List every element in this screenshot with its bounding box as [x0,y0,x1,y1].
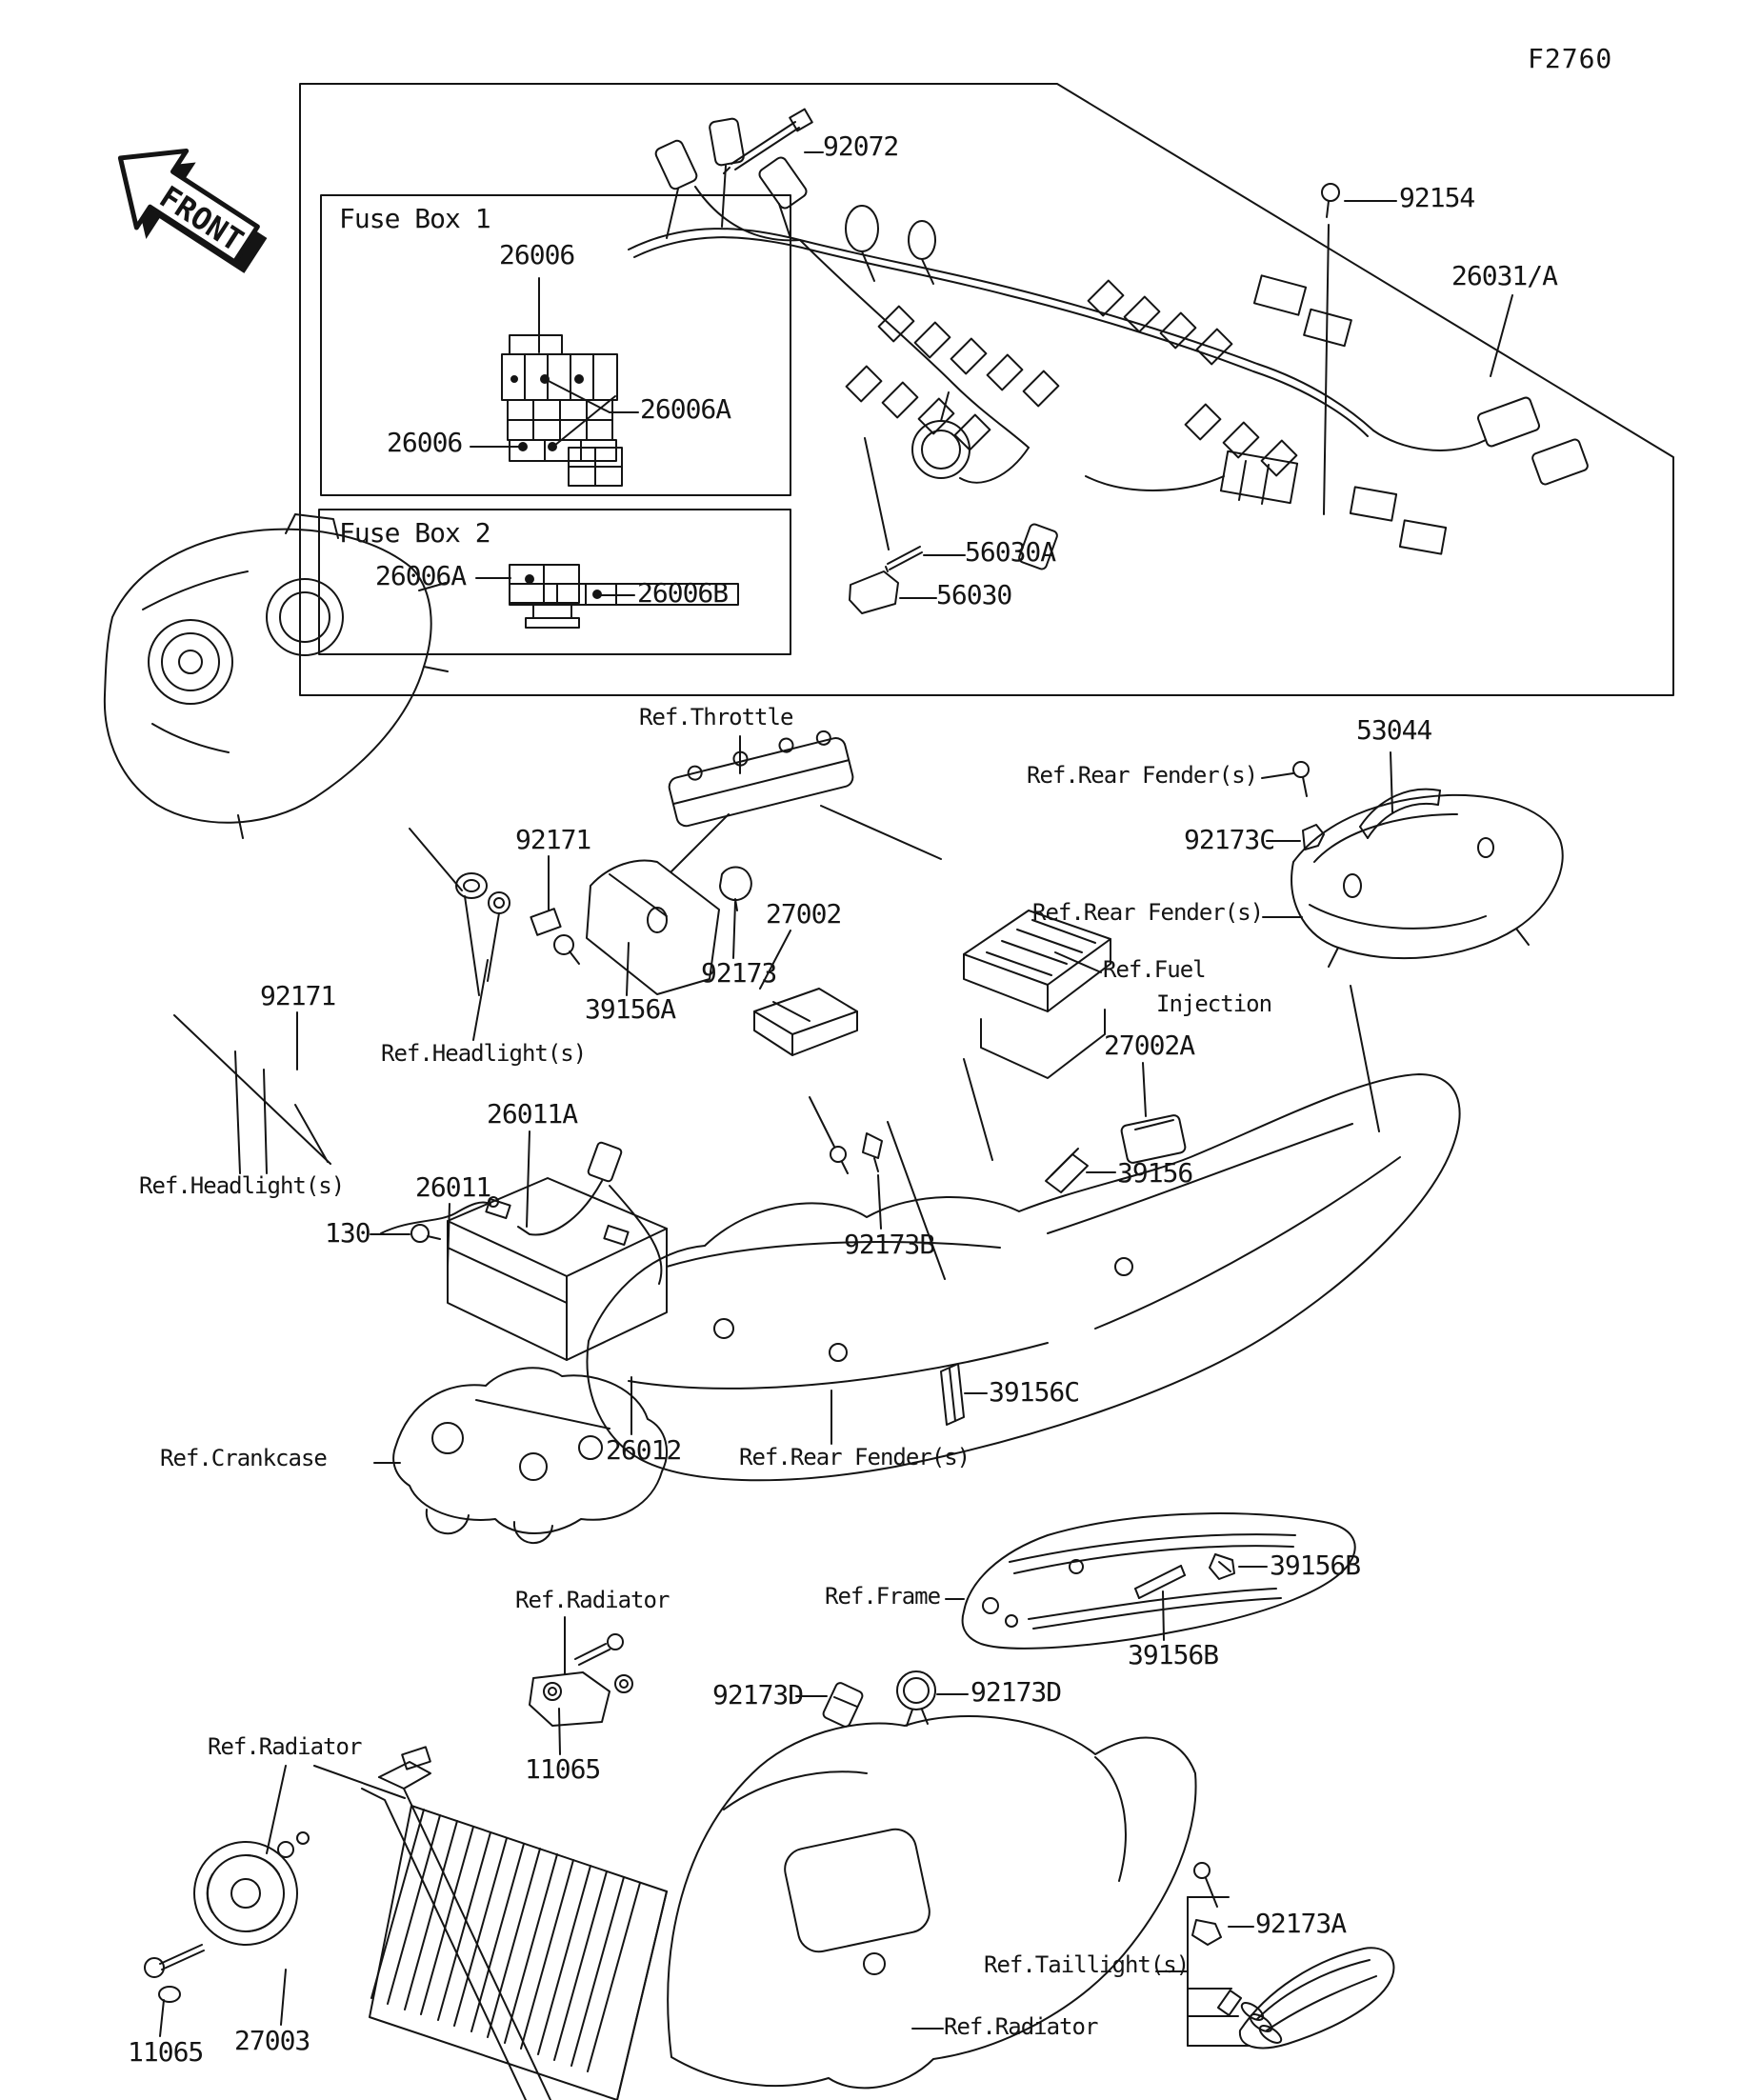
clip-92173C-drawing [1292,761,1325,850]
part-label-92173C: 92173C [1184,824,1275,855]
grommet-92173-drawing [719,866,752,911]
cable-tie-drawing [723,108,813,174]
fairing-drawing [667,1715,1197,2090]
ref-throttle-label: Ref.Throttle [639,704,793,730]
part-label-27003: 27003 [234,2025,310,2056]
battery-cable-26011-drawing [380,1196,499,1243]
part-label-53044: 53044 [1356,714,1432,746]
pad-39156C-drawing [940,1363,965,1426]
part-label-39156B-lower: 39156B [1128,1639,1219,1670]
page-code: F2760 [1528,43,1613,74]
harness-drawing [628,117,1589,570]
part-label-56030: 56030 [936,579,1012,610]
connector-27002A-drawing [1120,1114,1187,1164]
ref-radiator-label-left: Ref.Radiator [208,1733,362,1760]
part-label-26006A-fb2: 26006A [375,560,467,591]
ref-taillight-label: Ref.Taillight(s) [984,1951,1190,1978]
clip-92173A-drawing [1191,1919,1222,1946]
throttle-body-drawing [668,730,942,872]
battery-cable-26011A-drawing [517,1141,663,1285]
part-label-39156: 39156 [1117,1157,1193,1189]
cover-39156A-drawing [586,859,720,995]
pad-39156B-drawing [1134,1565,1186,1599]
ref-radiator-label-upper: Ref.Radiator [515,1587,670,1613]
part-label-39156C: 39156C [989,1376,1080,1408]
ref-rear-fender-label-1: Ref.Rear Fender(s) [1027,762,1258,789]
bracket-53044-drawing [1359,788,1441,839]
headlight-bracket-parts-upper [455,872,580,996]
front-arrow-icon: FRONT [117,148,268,273]
fuse-box-1-frame [320,194,791,496]
radiator-bracket-drawing [529,1633,633,1727]
ref-fuel-injection-label-line1: Ref.Fuel [1103,956,1207,983]
fuse-box-1-title: Fuse Box 1 [339,203,491,234]
part-label-26031A: 26031/A [1451,260,1558,291]
part-label-92154: 92154 [1399,182,1475,213]
part-label-92173D-left: 92173D [712,1679,804,1710]
ecu-fuel-injection-drawing [963,910,1111,1079]
battery-drawing [447,1177,668,1361]
screw-92154-drawing [1321,183,1340,515]
ref-frame-label: Ref.Frame [825,1583,941,1610]
part-label-26012: 26012 [606,1434,682,1466]
relay-27002-drawing [753,988,858,1056]
part-label-26006A-fb1: 26006A [640,393,731,425]
ref-rear-fender-label-2: Ref.Rear Fender(s) [1032,899,1264,926]
part-label-56030A: 56030A [965,536,1056,568]
part-label-11065-bottom: 11065 [128,2036,204,2068]
part-label-27002: 27002 [766,898,842,930]
radiator-drawing [361,1746,668,2100]
ref-crankcase-label: Ref.Crankcase [160,1445,328,1471]
fuse-box-1-drawing [501,334,623,487]
part-label-11065-upper: 11065 [525,1753,601,1785]
headlight-drawing [103,513,463,891]
clamp-92173D-left-drawing [822,1682,864,1728]
fuse-box-2-title: Fuse Box 2 [339,517,491,549]
part-label-26011A: 26011A [487,1098,578,1130]
part-label-92173B: 92173B [844,1229,935,1260]
part-label-39156A: 39156A [585,993,676,1025]
pad-39156-drawing [1045,1148,1089,1193]
part-label-26006B: 26006B [637,577,729,609]
part-label-130: 130 [325,1217,371,1249]
frame-drawing [961,1512,1356,1650]
part-label-92072: 92072 [823,130,899,162]
part-label-26006-top: 26006 [499,239,575,270]
fuse-box-2-drawing [509,564,739,629]
part-label-39156B-right: 39156B [1270,1550,1361,1581]
clip-39156B-drawing [1209,1553,1235,1580]
rear-fender-main-drawing [586,1058,1461,1482]
ref-rear-fender-label-3: Ref.Rear Fender(s) [739,1444,971,1470]
part-label-92173: 92173 [701,957,777,989]
ref-fuel-injection-label-line2: Injection [1156,990,1272,1017]
ref-radiator-label-bottom: Ref.Radiator [944,2013,1098,2040]
taillight-drawing [1191,1862,1395,2050]
ref-headlight-label-left: Ref.Headlight(s) [139,1172,345,1199]
ref-headlight-label-right: Ref.Headlight(s) [381,1040,587,1067]
part-label-92173D-right: 92173D [971,1676,1062,1708]
part-label-26006-bottom: 26006 [387,427,463,458]
part-label-92171-upper: 92171 [515,824,591,855]
rear-fender-upper-drawing [1291,793,1564,1132]
part-label-92173A: 92173A [1255,1908,1347,1939]
crankcase-drawing [392,1367,668,1545]
fan-motor-drawing [144,1831,310,2003]
part-label-27002A: 27002A [1104,1030,1195,1061]
part-label-92171-left: 92171 [260,980,336,1011]
part-label-26011: 26011 [415,1171,491,1203]
label-plate-drawings [849,437,923,614]
leader-lines [159,151,1513,2047]
clamp-92173D-right-drawing [896,1670,936,1727]
clip-92173B-drawing [809,1096,883,1174]
